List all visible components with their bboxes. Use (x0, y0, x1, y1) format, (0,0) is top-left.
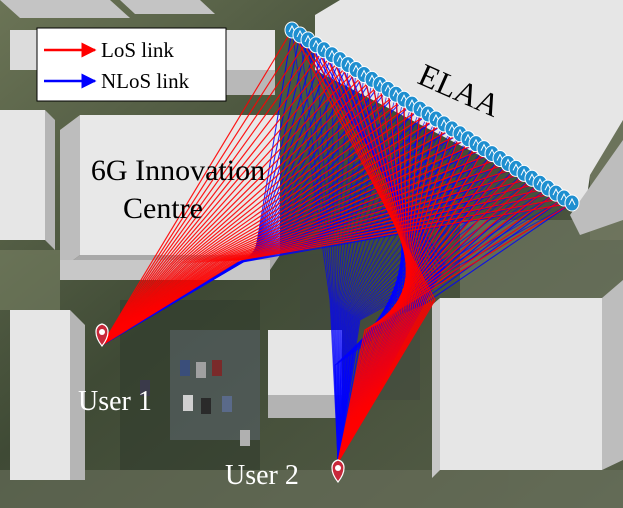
los-ray (101, 64, 349, 346)
legend-los-label: LoS link (101, 38, 174, 62)
buildings (0, 0, 623, 480)
los-ray (101, 49, 325, 346)
nlos-ray (337, 202, 573, 463)
building-elaa (315, 0, 623, 235)
los-ray (101, 34, 301, 346)
los-ray (101, 29, 293, 346)
legend-box (36, 27, 227, 102)
los-rays (101, 29, 573, 463)
building-bottom-right (432, 280, 623, 478)
building-label-line1: 6G Innovation (91, 154, 265, 187)
legend: LoS link NLoS link (36, 27, 227, 102)
building-small-centre (268, 330, 342, 418)
los-ray (101, 59, 341, 346)
building-label-line2: Centre (123, 192, 203, 225)
los-ray (101, 39, 309, 346)
los-ray (101, 74, 365, 346)
nlos-ray (334, 202, 573, 463)
legend-nlos-label: NLoS link (101, 69, 190, 93)
los-ray (101, 44, 317, 346)
parking-cars (140, 360, 250, 446)
los-ray (101, 83, 381, 346)
nlos-ray (337, 197, 565, 463)
los-ray (337, 202, 573, 463)
building-left (0, 110, 55, 250)
los-ray (101, 54, 333, 346)
los-ray (101, 202, 573, 346)
elaa-antenna-array (284, 21, 580, 212)
antenna-icon (564, 194, 580, 212)
user2-pin-icon (331, 459, 345, 483)
building-bottom-left (10, 310, 85, 480)
user2-label: User 2 (225, 460, 299, 491)
user1-label: User 1 (78, 386, 152, 417)
user1-pin-icon (95, 323, 109, 347)
